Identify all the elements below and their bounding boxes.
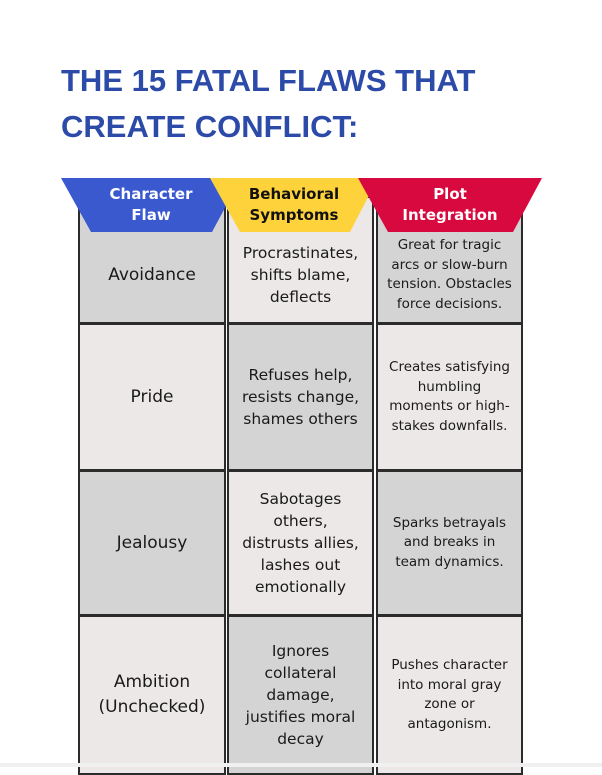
cell-line: Creates satisfying (389, 359, 510, 375)
cell-line: decay (277, 730, 324, 748)
cell-line: Sabotages (259, 490, 342, 508)
cell-line: Great for tragic (397, 237, 502, 253)
title-line-1: THE 15 FATAL FLAWS THAT (61, 63, 476, 98)
cell-line: Ignores (271, 642, 330, 660)
header-label-1a: Character (109, 185, 193, 203)
cell-line: deflects (269, 288, 332, 306)
cell-line: emotionally (254, 578, 347, 596)
flaw-cell: Pride (78, 323, 226, 471)
cell-line: force decisions. (396, 295, 503, 312)
cell-line: Procrastinates, (242, 244, 359, 262)
cell-line: into moral gray (397, 676, 502, 693)
header-label-2b: Symptoms (249, 206, 339, 224)
flaw-cell-text: Avoidance (108, 263, 196, 288)
cell-line: distrusts allies, (242, 534, 359, 552)
header-label-2a: Behavioral (248, 185, 340, 203)
cell-line: lashes out (260, 556, 341, 574)
flaw-cell-text: Ambition (Unchecked) (99, 670, 206, 720)
plot-cell-text: Creates satisfying humbling moments or hig… (389, 358, 510, 436)
cell-line: resists change, (241, 388, 360, 406)
cell-line: Pride (130, 386, 174, 407)
cell-line: others, (273, 512, 328, 530)
cell-line: zone or (424, 696, 475, 712)
plot-cell-text: Pushes character into moral gray zone or an… (391, 656, 507, 734)
cell-line: team dynamics. (395, 553, 504, 570)
cell-line: tension. Obstacles (387, 276, 512, 292)
symptoms-cell-text: Procrastinates, shifts blame, deflects (243, 242, 358, 308)
flaw-cell: Jealousy (78, 470, 226, 616)
plot-cell: Pushes character into moral gray zone or an… (376, 615, 523, 775)
plot-cell-text: Sparks betrayals and breaks in team dynami… (393, 514, 506, 573)
symptoms-cell-text: Ignores collateral damage, justifies moral d… (246, 640, 356, 750)
flaw-cell: Ambition (Unchecked) (78, 615, 226, 775)
cell-line: shifts blame, (250, 266, 351, 284)
symptoms-cell-text: Sabotages others, distrusts allies, lashes … (242, 488, 359, 598)
cell-line: damage, (266, 686, 335, 704)
cell-line: shames others (243, 410, 358, 428)
cell-line: collateral (264, 664, 337, 682)
plot-cell: Sparks betrayals and breaks in team dynami… (376, 470, 523, 616)
page-title: THE 15 FATAL FLAWS THAT CREATE CONFLICT: (61, 58, 561, 150)
header-label-3b: Integration (402, 206, 498, 224)
cell-line: Ambition (113, 672, 191, 692)
symptoms-cell: Sabotages others, distrusts allies, lashes … (227, 470, 374, 616)
flaw-cell-text: Jealousy (117, 531, 188, 556)
flaw-cell-text: Pride (131, 385, 174, 410)
plot-cell: Creates satisfying humbling moments or hig… (376, 323, 523, 471)
cell-line: Jealousy (116, 532, 188, 553)
header-red-shape (358, 178, 542, 232)
cell-line: Sparks betrayals (392, 514, 507, 531)
cell-line: arcs or slow-burn (391, 256, 508, 273)
cell-line: stakes downfalls. (391, 417, 508, 434)
symptoms-cell: Refuses help, resists change, shames other… (227, 323, 374, 471)
header-yellow-shape (210, 178, 378, 232)
cell-line: Avoidance (108, 264, 196, 285)
symptoms-cell: Ignores collateral damage, justifies moral d… (227, 615, 374, 775)
cell-line: humbling (417, 378, 482, 395)
plot-cell-text: Great for tragic arcs or slow-burn tension… (387, 236, 512, 314)
cell-line: antagonism. (407, 715, 492, 732)
cell-line: and breaks in (403, 534, 496, 551)
cell-line: justifies moral (245, 708, 356, 726)
header-label-1b: Flaw (131, 206, 171, 224)
page-bottom-edge (0, 763, 602, 767)
title-line-2: CREATE CONFLICT: (61, 109, 359, 144)
cell-line: (Unchecked) (98, 697, 206, 717)
header-label-3a: Plot (433, 185, 467, 203)
cell-line: moments or high- (389, 398, 510, 414)
cell-line: Refuses help, (248, 366, 353, 384)
header-blue-shape (61, 178, 241, 232)
cell-line: Pushes character (391, 657, 508, 673)
symptoms-cell-text: Refuses help, resists change, shames other… (242, 364, 359, 430)
